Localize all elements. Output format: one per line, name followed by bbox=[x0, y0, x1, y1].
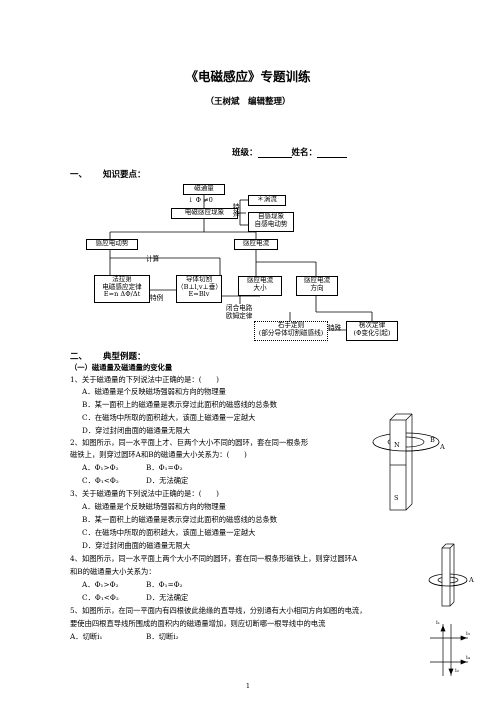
subsection-title: （一）磁通量及磁通量的变化量 bbox=[70, 363, 173, 372]
delta-phi-label: ↓ Φ ≠0 bbox=[188, 196, 213, 204]
class-blank bbox=[257, 148, 292, 158]
cutting-line1: 导体切割 bbox=[185, 275, 213, 283]
fig1-label-n: N bbox=[394, 441, 400, 449]
section1-number: 一、 bbox=[70, 170, 88, 180]
page-number: 1 bbox=[245, 682, 251, 690]
q4-stem-line2: 和B的磁通量大小关系为： bbox=[70, 567, 156, 576]
q2-stem-line1: 2、如图所示，同一水平面上才、巨两个大小不同的圆环，套在同一根条形 bbox=[70, 438, 309, 447]
box-self-induction: 自感现象 自感电动势 bbox=[248, 212, 294, 232]
section1-title: 知识要点： bbox=[103, 170, 146, 180]
fig1-label-s: S bbox=[394, 494, 399, 502]
q1-option-b: B．某一面积上的磁通量是表示穿过此面积的磁感线的总条数 bbox=[82, 400, 278, 409]
q2-option-c: C．Φ₁<Φ₂ bbox=[82, 476, 119, 485]
author-line: （王树斌 编辑整理） bbox=[205, 97, 291, 107]
fig3-label-i3: i₃ bbox=[466, 631, 470, 637]
q5-stem-line1: 5、如图所示，在同一平面内有四根彼此绝缘的直导线，分别通有大小相同方向如图的电流… bbox=[70, 606, 367, 615]
box-current-direction: 感应电流 方向 bbox=[296, 276, 338, 296]
q4-option-c: C．Φ₁<Φ₂ bbox=[82, 593, 119, 602]
self-induction-line1: 自感现象 bbox=[257, 212, 285, 220]
box-induced-current: 感应电流 bbox=[234, 239, 278, 250]
box-right-hand-rule: 右手定则 (部分导体切割磁感线) bbox=[254, 321, 328, 341]
ohm-line1: 闭合电路 bbox=[226, 304, 253, 312]
fig1-label-a: A bbox=[440, 443, 445, 451]
q2-stem-line2: 磁铁上，则穿过圆环A和B的磁通量大小关系为：( ) bbox=[70, 450, 247, 459]
box-em-induction: 电磁感应现象 bbox=[171, 208, 238, 219]
page-title: 《电磁感应》专题训练 bbox=[185, 69, 311, 84]
name-blank bbox=[317, 148, 348, 158]
q5-option-a: A．切断i₁ bbox=[70, 632, 103, 641]
q4-option-b: B．Φ₁=Φ₂ bbox=[146, 580, 183, 589]
q4-option-a: A．Φ₁>Φ₂ bbox=[82, 580, 119, 589]
class-name-line: 班级： 姓名： bbox=[232, 146, 348, 158]
q2-option-a: A．Φ₁>Φ₂ bbox=[82, 463, 119, 472]
q3-stem: 3、关于磁通量的下列说法中正确的是：( ) bbox=[70, 489, 219, 498]
label-calc: 计算 bbox=[146, 255, 160, 263]
faraday-line2: 电磁感应定律 bbox=[102, 282, 142, 291]
q3-option-d: D．穿过封闭曲面的磁通量无限大 bbox=[82, 541, 191, 550]
direction-line1: 感应电流 bbox=[303, 276, 331, 284]
q3-option-a: A．磁通量是个反映磁场强弱和方向的物理量 bbox=[82, 502, 226, 511]
rhr-line2: (部分导体切割磁感线) bbox=[258, 328, 324, 337]
lenz-line1: 楞次定律 bbox=[358, 321, 386, 329]
fig3-label-i1: i₁ bbox=[436, 620, 440, 626]
q2-option-d: D．无法确定 bbox=[146, 476, 189, 485]
section2-number: 二、 bbox=[70, 352, 88, 362]
q1-option-d: D．穿过封闭曲面的磁通量无限大 bbox=[82, 426, 191, 435]
lenz-line2: (Φ变化引起) bbox=[353, 328, 391, 337]
q5-option-b: B．切断i₂ bbox=[146, 632, 179, 641]
q3-option-b: B．某一面积上的磁通量是表示穿过此面积的磁感线的总条数 bbox=[82, 515, 278, 524]
label-special-2: 特殊 bbox=[328, 324, 342, 332]
box-eddy-current: ＊涡流 bbox=[248, 195, 286, 206]
cutting-line2: （B⊥l,v⊥垂） bbox=[177, 282, 222, 291]
q4-stem-line1: 4、如图所示，同一水平面上两个大小不同的圆环，套在同一根条形磁铁上，则穿过圆环A bbox=[70, 554, 358, 563]
magnitude-line1: 感应电流 bbox=[246, 276, 274, 284]
fig3-label-i4: i₄ bbox=[466, 655, 470, 661]
magnitude-line2: 大小 bbox=[253, 283, 267, 292]
box-induced-emf: 感应电动势 bbox=[86, 239, 138, 250]
section2-title: 典型例题： bbox=[103, 352, 146, 362]
ohm-line2: 欧姆定律 bbox=[226, 312, 253, 320]
fig1-label-b: B bbox=[430, 436, 435, 444]
box-lenz-law: 楞次定律 (Φ变化引起) bbox=[346, 321, 398, 341]
self-induction-line2: 自感电动势 bbox=[254, 219, 288, 228]
q4-option-d: D．无法确定 bbox=[146, 593, 189, 602]
q3-option-c: C．在磁场中所取的面积越大，该面上磁通量一定越大 bbox=[82, 528, 256, 537]
fig2-label-a: A bbox=[469, 576, 474, 584]
class-label: 班级： bbox=[232, 148, 258, 158]
faraday-formula: E=n ΔΦ/Δt bbox=[103, 290, 141, 298]
q5-stem-line2: 要使由四根直导线所围成的面积内的磁通量增加，则应切断哪一根导线中的电流 bbox=[70, 619, 326, 628]
label-ohm-law: 闭合电路 欧姆定律 bbox=[226, 304, 252, 320]
q2-option-b: B．Φ₁=Φ₂ bbox=[146, 463, 183, 472]
name-label: 姓名： bbox=[291, 148, 318, 158]
box-conductor-cutting: 导体切割 （B⊥l,v⊥垂） E=Blv bbox=[176, 275, 222, 303]
rhr-line1: 右手定则 bbox=[277, 321, 305, 329]
cutting-formula: E=Blv bbox=[188, 290, 210, 298]
label-special-case: 特例 bbox=[150, 294, 164, 302]
direction-line2: 方向 bbox=[310, 283, 324, 292]
label-special: 特殊 bbox=[233, 203, 240, 218]
section2-heading: 二、 典型例题： bbox=[70, 350, 146, 362]
fig3-label-i2: i₂ bbox=[455, 668, 459, 674]
box-flux: 磁通量 bbox=[183, 184, 225, 195]
q1-stem: 1、关于磁通量的下列说法中正确的是：( ) bbox=[70, 375, 219, 384]
faraday-line1: 法拉第 bbox=[112, 275, 132, 283]
box-current-magnitude: 感应电流 大小 bbox=[238, 276, 282, 296]
box-faraday-law: 法拉第 电磁感应定律 E=n ΔΦ/Δt bbox=[94, 275, 150, 303]
q1-option-c: C．在磁场中所取的面积越大，该面上磁通量一定越大 bbox=[82, 413, 256, 422]
q1-option-a: A．磁通量是个反映磁场强弱和方向的物理量 bbox=[82, 387, 226, 396]
section1-heading: 一、 知识要点： bbox=[70, 168, 146, 180]
